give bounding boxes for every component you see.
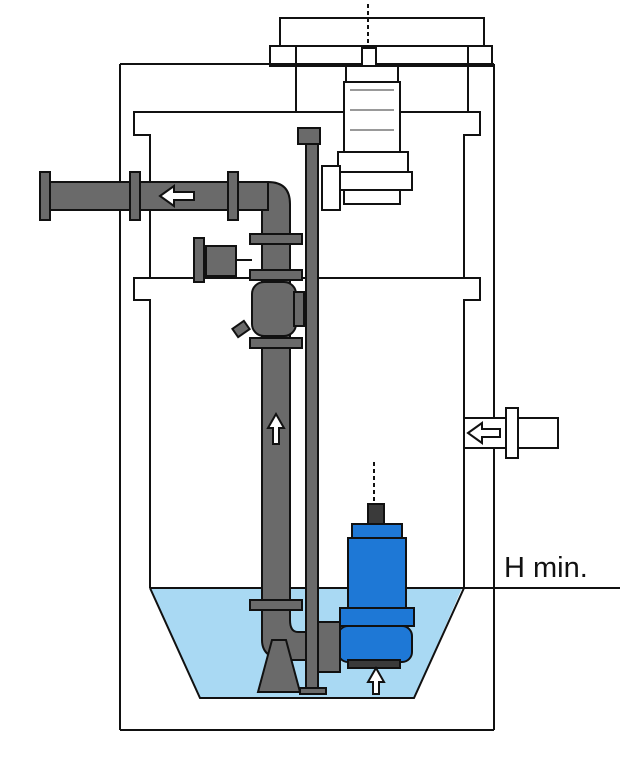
h-min-label: H min. — [504, 552, 588, 584]
discharge-pipe — [39, 171, 291, 239]
shaft-outline — [119, 17, 495, 731]
submersible-pump — [317, 462, 415, 673]
inflow-arrow-up-icon — [366, 665, 386, 695]
guide-rail — [297, 127, 327, 695]
lifted-pump — [321, 4, 413, 211]
flow-arrow-left-icon — [158, 184, 195, 208]
flow-arrow-left-inlet-icon — [466, 421, 501, 445]
flow-arrow-up-icon — [266, 411, 286, 445]
